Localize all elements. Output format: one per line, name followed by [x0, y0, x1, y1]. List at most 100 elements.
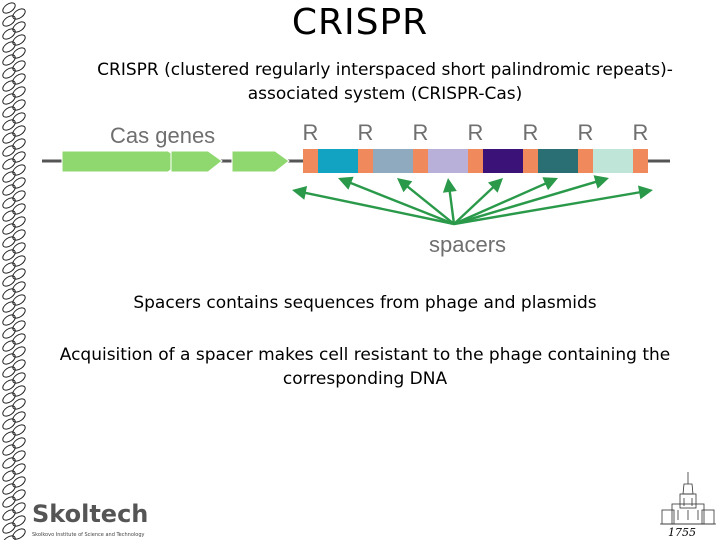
spacer-arrow-6 — [453, 177, 558, 226]
chain-link — [12, 372, 26, 384]
chain-link — [2, 184, 16, 196]
chain-link — [12, 216, 26, 228]
chain-link — [2, 2, 16, 14]
chain-link — [2, 535, 16, 540]
chain-link — [2, 41, 16, 53]
chain-link — [2, 392, 16, 404]
spacer-6 — [593, 149, 633, 173]
spacers-description: Spacers contains sequences from phage an… — [133, 293, 597, 313]
spacer-5 — [538, 149, 578, 173]
chain-link — [2, 93, 16, 105]
chain-link — [2, 509, 16, 521]
chain-link — [12, 333, 26, 345]
chain-link — [2, 340, 16, 352]
chain-link — [12, 125, 26, 137]
spacers-label: spacers — [429, 232, 506, 257]
chain-link — [12, 359, 26, 371]
cas-gene-3 — [231, 150, 290, 173]
chain-link — [12, 34, 26, 46]
spacer-1 — [318, 149, 358, 173]
chain-link — [2, 275, 16, 287]
chain-link — [2, 80, 16, 92]
chain-link — [12, 307, 26, 319]
chain-link — [2, 15, 16, 27]
repeat-label-6: R — [578, 120, 594, 145]
chain-link — [12, 398, 26, 410]
chain-link — [12, 463, 26, 475]
chain-link — [2, 54, 16, 66]
repeat-2 — [358, 149, 373, 173]
spacer-arrow-8 — [453, 185, 653, 226]
chain-link — [2, 353, 16, 365]
chain-link — [12, 320, 26, 332]
repeat-label-3: R — [413, 120, 429, 145]
repeat-4 — [468, 149, 483, 173]
chain-link — [2, 249, 16, 261]
crispr-array — [303, 149, 648, 173]
chain-link — [12, 138, 26, 150]
chain-link — [12, 411, 26, 423]
decorative-border — [2, 2, 26, 540]
spacer-2 — [373, 149, 413, 173]
chain-link — [2, 522, 16, 534]
university-crest-icon — [660, 472, 716, 525]
chain-link — [2, 132, 16, 144]
acquisition-description: Acquisition of a spacer makes cell resis… — [59, 345, 671, 389]
chain-link — [2, 444, 16, 456]
chain-link — [12, 515, 26, 527]
chain-link — [2, 405, 16, 417]
chain-link — [12, 60, 26, 72]
chain-link — [2, 431, 16, 443]
chain-link — [2, 223, 16, 235]
chain-link — [12, 385, 26, 397]
repeat-5 — [523, 149, 538, 173]
chain-link — [12, 203, 26, 215]
chain-link — [12, 437, 26, 449]
chain-link — [12, 21, 26, 33]
chain-link — [12, 255, 26, 267]
chain-link — [2, 470, 16, 482]
chain-link — [12, 73, 26, 85]
chain-link — [12, 190, 26, 202]
chain-link — [12, 268, 26, 280]
chain-link — [12, 242, 26, 254]
chain-link — [2, 210, 16, 222]
chain-link — [12, 294, 26, 306]
chain-link — [12, 47, 26, 59]
spacer-arrow-1 — [292, 186, 455, 226]
chain-link — [12, 229, 26, 241]
logo-name: Skoltech — [32, 500, 149, 528]
chain-link — [12, 151, 26, 163]
chain-link — [2, 145, 16, 157]
repeat-label-5: R — [523, 120, 539, 145]
chain-link — [12, 528, 26, 540]
chain-link — [2, 67, 16, 79]
chain-link — [2, 119, 16, 131]
repeat-6 — [578, 149, 593, 173]
chain-link — [12, 8, 26, 20]
repeat-label-7: R — [633, 120, 649, 145]
repeat-7 — [633, 149, 648, 173]
spacer-arrow-2 — [338, 176, 455, 226]
crest-year: 1755 — [668, 526, 696, 539]
chain-link — [2, 496, 16, 508]
slide-subtitle: CRISPR (clustered regularly interspaced … — [97, 60, 673, 104]
chain-link — [12, 112, 26, 124]
chain-link — [12, 424, 26, 436]
spacer-4 — [483, 149, 523, 173]
spacer-arrow-4 — [442, 178, 457, 225]
chain-link — [2, 457, 16, 469]
cas-genes-label: Cas genes — [110, 123, 215, 148]
spacer-arrow-7 — [453, 175, 609, 226]
chain-link — [12, 177, 26, 189]
chain-link — [2, 314, 16, 326]
cas-gene-2 — [170, 150, 223, 173]
chain-link — [2, 236, 16, 248]
spacer-3 — [428, 149, 468, 173]
chain-link — [12, 346, 26, 358]
chain-link — [2, 171, 16, 183]
cas-gene-arrows — [61, 150, 290, 173]
chain-link — [2, 327, 16, 339]
